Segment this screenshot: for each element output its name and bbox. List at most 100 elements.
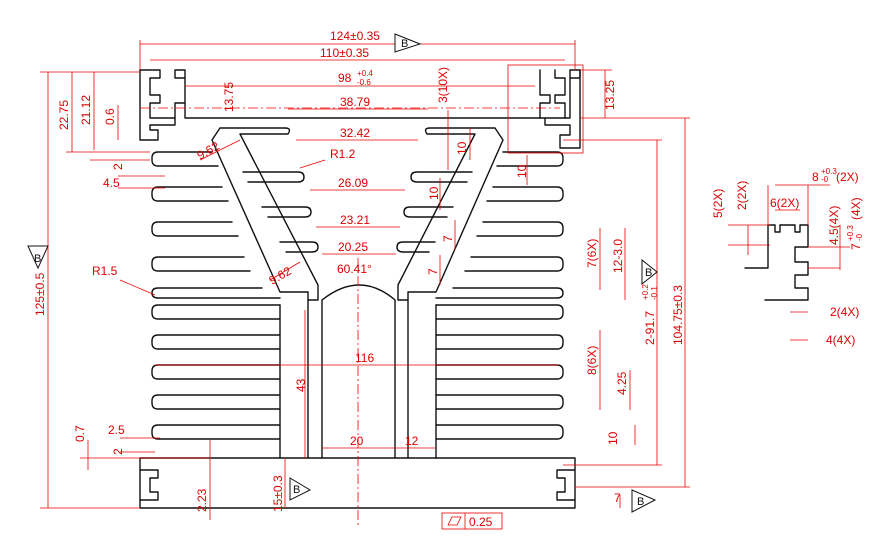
fin: [151, 304, 281, 320]
top-rail-right-clip: [539, 69, 581, 149]
detail-2-4x: 2(4X): [830, 305, 859, 319]
detail-4-5-4x: 4.5(4X): [827, 206, 841, 245]
fin: [151, 151, 219, 167]
fin: [151, 424, 281, 440]
dim-3-10x: 3(10X): [436, 67, 450, 103]
bottom-rail: [139, 457, 576, 509]
detail-7-4x: 7: [849, 243, 863, 250]
inner-fin: [242, 171, 305, 183]
detail-2-2x: 2(2X): [735, 181, 749, 210]
detail-7-4x-tol-top: +0.3: [846, 225, 855, 241]
dim-10-b: 10: [515, 164, 529, 178]
left-fins: [151, 151, 281, 459]
fin: [435, 424, 564, 440]
detail-5-2x: 5(2X): [711, 189, 725, 218]
dim-7-bottom: 7: [614, 491, 621, 505]
datum-label: B: [34, 253, 41, 265]
dim-height-2: 104.75±0.3: [671, 285, 685, 345]
dim-center-slot: 20: [350, 434, 364, 448]
dim-center-fin: 12: [405, 434, 419, 448]
detail-8-2x-tol-top: +0.3: [821, 167, 837, 176]
dim-2-23: 2.23: [195, 488, 209, 512]
flatness-value: 0.25: [469, 515, 493, 529]
dim-7-b: 7: [426, 268, 440, 275]
datum-label: B: [645, 267, 652, 279]
fin: [486, 186, 564, 202]
top-rail: [139, 69, 581, 119]
center-channel: [307, 284, 409, 459]
fin: [151, 256, 251, 272]
inner-fin: [403, 206, 454, 218]
detail-8-2x: 8: [812, 170, 819, 184]
detail-4-4x: 4(4X): [826, 333, 855, 347]
dim-21-12: 21.12: [79, 95, 93, 125]
dim-inner-width: 98: [338, 71, 352, 85]
inner-fin: [410, 171, 473, 183]
inner-fins-left: [242, 171, 319, 253]
dim-gap-5: 20.25: [338, 240, 368, 254]
dim-radius-1-5: R1.5: [92, 264, 118, 278]
inner-fins-right: [396, 171, 473, 253]
dim-13-75: 13.75: [222, 82, 236, 112]
dim-22-75: 22.75: [57, 100, 71, 130]
dim-13-25: 13.25: [603, 80, 617, 110]
dim-overall-width: 124±0.35: [330, 29, 380, 43]
dim-2-bottom: 2: [111, 448, 125, 455]
dimension-lines: [40, 40, 690, 520]
detail-8-2x-suffix: (2X): [836, 170, 859, 184]
dim-gap-3: 26.09: [338, 176, 368, 190]
dim-fin-span: 116: [355, 351, 374, 365]
flatness-callout: 0.25: [441, 512, 503, 530]
fin: [151, 287, 281, 299]
fin: [151, 221, 239, 237]
dim-2-top: 2: [111, 163, 125, 170]
fin: [435, 304, 564, 320]
fin: [435, 394, 564, 410]
detail-6-2x: 6(2X): [770, 196, 799, 210]
detail-7-4x-tol-bottom: -0: [855, 233, 864, 241]
dim-9-62-a: 9.62: [195, 139, 223, 163]
datum-label: B: [401, 38, 408, 50]
fin: [435, 364, 564, 380]
dim-top-gap: 38.79: [340, 95, 370, 109]
dim-0-7: 0.7: [73, 425, 87, 442]
v-arm-left: [211, 127, 319, 301]
fin: [151, 334, 281, 350]
fin: [435, 287, 564, 299]
dim-arc-angle: 60.41°: [337, 262, 372, 276]
detail-view: 5(2X) 2(2X) 8 +0.3 -0 (2X) 6(2X) 4.5(4X)…: [711, 167, 864, 347]
fin: [435, 334, 564, 350]
dim-10-d: 10: [606, 431, 620, 445]
dim-0-6: 0.6: [103, 108, 117, 125]
dim-height-3-tol-top: +0.2: [641, 284, 650, 300]
dim-fin-pitch-6x: 7(6X): [585, 239, 599, 268]
dim-10-a: 10: [455, 141, 469, 155]
inner-fin: [279, 241, 319, 253]
bottom-rail-right-clip: [556, 469, 576, 501]
datum-markers: B B B B B: [27, 33, 658, 513]
dim-overall-height: 125±0.5: [33, 272, 47, 316]
bottom-rail-left-clip: [139, 469, 159, 501]
dim-2-5: 2.5: [108, 423, 125, 437]
dim-9-62-b: 9.62: [267, 264, 295, 288]
datum-label: B: [293, 484, 300, 496]
dim-4-25: 4.25: [615, 371, 629, 395]
dimension-labels: 124±0.35 110±0.35 98 +0.4 -0.6 38.79 32.…: [33, 29, 685, 512]
datum-label: B: [637, 496, 644, 508]
fin: [476, 221, 564, 237]
datum-left: B: [27, 245, 49, 270]
datum-top: B: [394, 33, 422, 53]
detail-profile: [744, 224, 809, 301]
dim-radius-1-2: R1.2: [330, 147, 356, 161]
fin: [151, 186, 229, 202]
dim-43: 43: [294, 378, 308, 392]
datum-bottom-left: B: [289, 477, 312, 501]
detail-8-2x-tol-bottom: -0: [821, 175, 829, 184]
dim-10-c: 10: [427, 186, 441, 200]
dim-fin-thk-range: 12-3.0: [611, 239, 625, 273]
datum-right: B: [641, 258, 658, 286]
dim-15: 15±0.3: [271, 475, 285, 512]
dim-fin-pitch-8x: 8(6X): [585, 346, 599, 375]
top-rail-left-clip: [139, 69, 176, 141]
